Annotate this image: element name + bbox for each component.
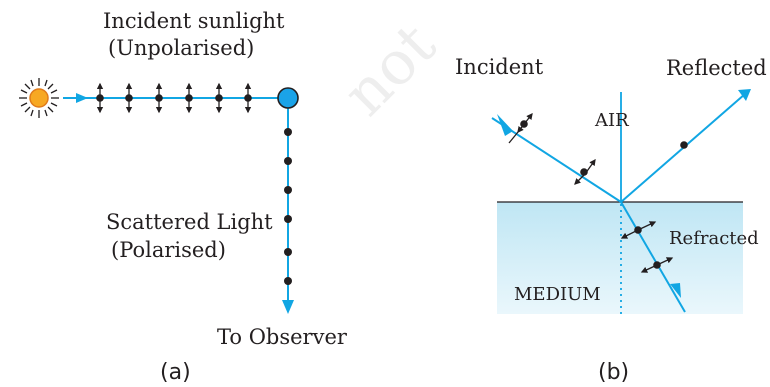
refracted-label: Refracted bbox=[669, 228, 759, 249]
sun-icon bbox=[19, 78, 59, 118]
air-label: AIR bbox=[595, 110, 629, 131]
caption-a: (a) bbox=[160, 360, 191, 385]
reflected-ray bbox=[620, 89, 751, 203]
polarised-dots bbox=[284, 128, 292, 285]
medium-label: MEDIUM bbox=[514, 284, 601, 305]
incident-ray-b bbox=[491, 114, 622, 203]
incident-sunlight-label: Incident sunlight bbox=[103, 9, 285, 33]
medium-region bbox=[497, 202, 743, 314]
to-observer-label: To Observer bbox=[217, 325, 347, 349]
refracted-polarisation-markers bbox=[620, 221, 674, 273]
unpolarised-markers bbox=[96, 82, 252, 114]
incident-label: Incident bbox=[455, 55, 544, 79]
reflected-label: Reflected bbox=[666, 56, 767, 80]
polarised-label: (Polarised) bbox=[111, 238, 226, 262]
caption-b: (b) bbox=[598, 360, 630, 385]
scattered-light-label: Scattered Light bbox=[106, 210, 273, 234]
scattering-particle-icon bbox=[277, 87, 299, 109]
refracted-ray bbox=[620, 201, 686, 313]
unpolarised-label: (Unpolarised) bbox=[108, 36, 255, 60]
incident-polarisation-markers bbox=[508, 112, 596, 185]
